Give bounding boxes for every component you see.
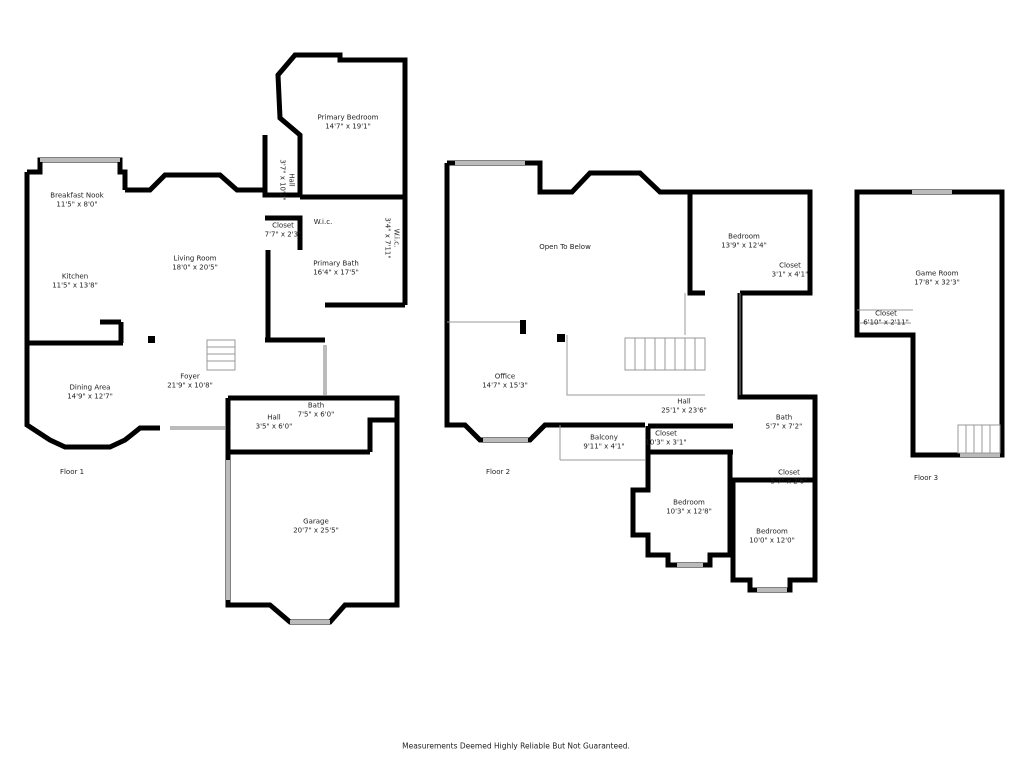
room-name: Breakfast Nook	[50, 191, 104, 200]
room-name: Open To Below	[539, 242, 591, 251]
room-name: Bath	[307, 401, 325, 410]
room-dims: 7'7" x 2'3"	[264, 230, 302, 238]
floor-2-label: Floor 2	[485, 468, 511, 476]
room-name: Dining Area	[69, 383, 111, 392]
room-dims: 14'9" x 12'7"	[67, 392, 113, 400]
room-dims: 14'7" x 15'3"	[482, 381, 528, 389]
room-dims: 16'4" x 17'5"	[313, 268, 359, 276]
room-name: Bedroom	[756, 527, 788, 536]
room-dims: 10'3" x 3'1"	[645, 438, 687, 446]
room-wic-2: W.i.c.3'4" x 7'11"	[384, 217, 401, 258]
room-name: Living Room	[173, 254, 217, 263]
room-dims: 13'9" x 12'4"	[721, 241, 767, 249]
room-dims: 11'5" x 13'8"	[52, 281, 98, 289]
room-dims: 25'1" x 23'6"	[661, 406, 707, 414]
room-dims: 3'4" x 7'11"	[384, 217, 392, 259]
floor-2-walls	[444, 160, 818, 593]
room-dims: 9'11" x 4'1"	[583, 442, 625, 450]
room-name: Bath	[775, 413, 793, 422]
room-name: Hall	[267, 413, 281, 422]
room-name: Hall	[677, 397, 691, 406]
room-name: Kitchen	[61, 272, 89, 281]
room-name: Balcony	[590, 433, 618, 442]
room-dims: 3'1" x 4'1"	[771, 270, 809, 278]
room-dims: 21'9" x 10'8"	[167, 381, 213, 389]
room-wic: W.i.c.	[314, 218, 333, 227]
room-name: Office	[494, 372, 516, 381]
room-name: Garage	[303, 517, 329, 526]
floor-1-walls	[24, 52, 408, 625]
room-name: Bedroom	[673, 498, 705, 507]
room-dims: 3'7" x 10'2"	[279, 159, 287, 201]
room-name: Primary Bath	[313, 259, 359, 268]
room-dims: 3'5" x 6'0"	[255, 422, 293, 430]
room-name: Foyer	[180, 372, 200, 381]
floor-1-label: Floor 1	[59, 468, 85, 476]
room-dims: 10'3" x 12'8"	[666, 507, 712, 515]
room-name: Closet	[779, 261, 801, 270]
room-dims: 14'7" x 19'1"	[325, 122, 371, 130]
room-name: Closet	[655, 429, 677, 438]
room-name: Game Room	[915, 269, 959, 278]
room-name: W.i.c.	[392, 228, 401, 248]
room-name: Bedroom	[728, 232, 760, 241]
room-dims: 18'0" x 20'5"	[172, 263, 218, 271]
room-dims: 10'0" x 12'0"	[749, 536, 795, 544]
room-dims: 20'7" x 25'5"	[293, 526, 339, 534]
room-name: Closet	[272, 221, 294, 230]
room-dims: 5'7" x 7'2"	[765, 422, 803, 430]
room-dims: 7'5" x 6'0"	[297, 410, 335, 418]
room-dims: 11'5" x 8'0"	[56, 200, 98, 208]
room-dims: 6'10" x 2'11"	[863, 318, 909, 326]
disclaimer-footer: Measurements Deemed Highly Reliable But …	[402, 741, 630, 751]
room-dims: 5'7" x 2'6"	[770, 477, 808, 485]
room-dims: 17'8" x 32'3"	[914, 278, 960, 286]
room-open-to-below: Open To Below	[539, 243, 591, 252]
floor-3-walls	[854, 189, 1005, 458]
room-name: Closet	[875, 309, 897, 318]
floor-3-label: Floor 3	[913, 474, 939, 482]
room-name: Closet	[778, 468, 800, 477]
room-name: W.i.c.	[313, 217, 333, 226]
room-name: Hall	[287, 173, 296, 187]
room-name: Primary Bedroom	[317, 113, 379, 122]
